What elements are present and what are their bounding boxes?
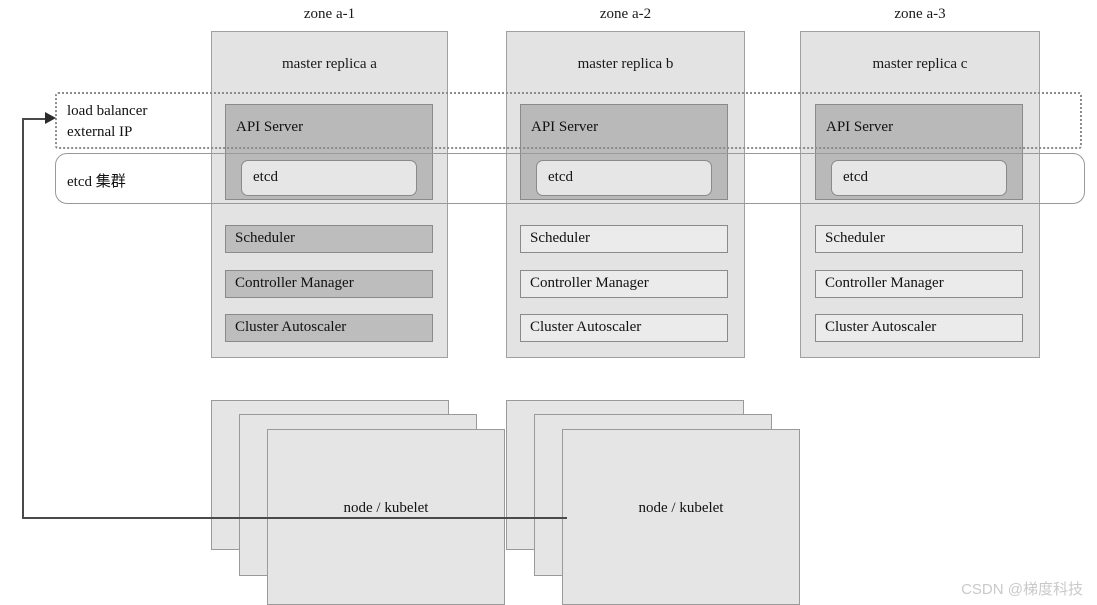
cluster-autoscaler-c[interactable]: Cluster Autoscaler	[815, 314, 1023, 342]
scheduler-c[interactable]: Scheduler	[815, 225, 1023, 253]
zone-label-a-1: zone a-1	[303, 6, 356, 22]
scheduler-b[interactable]: Scheduler	[520, 225, 728, 253]
scheduler-a[interactable]: Scheduler	[225, 225, 433, 253]
zone-label-a-3: zone a-3	[894, 6, 946, 22]
cluster-autoscaler-a[interactable]: Cluster Autoscaler	[225, 314, 433, 342]
node-group-2[interactable]: node / kubelet	[562, 429, 800, 605]
api-server-label-b: API Server	[531, 119, 599, 135]
controller-manager-label-a: Controller Manager	[235, 275, 354, 291]
replica-title-a: master replica a	[282, 56, 377, 72]
cluster-autoscaler-label-a: Cluster Autoscaler	[235, 319, 347, 335]
connector-horizontal-lb	[22, 118, 48, 120]
etcd-node-a[interactable]: etcd	[241, 160, 417, 196]
cluster-autoscaler-label-c: Cluster Autoscaler	[825, 319, 937, 335]
controller-manager-b[interactable]: Controller Manager	[520, 270, 728, 298]
etcd-node-b[interactable]: etcd	[536, 160, 712, 196]
zone-label-a-2: zone a-2	[599, 6, 652, 22]
replica-title-c: master replica c	[872, 56, 968, 72]
replica-title-b: master replica b	[577, 56, 674, 72]
etcd-cluster-label: etcd 集群	[67, 174, 126, 190]
scheduler-label-c: Scheduler	[825, 230, 885, 246]
load-balancer-group[interactable]: load balancer external IP	[55, 92, 1082, 149]
cluster-autoscaler-label-b: Cluster Autoscaler	[530, 319, 642, 335]
arrow-head-icon	[45, 112, 56, 124]
etcd-node-label-b: etcd	[548, 169, 573, 185]
etcd-node-label-c: etcd	[843, 169, 868, 185]
etcd-node-label-a: etcd	[253, 169, 278, 185]
node-label-1: node / kubelet	[343, 500, 429, 516]
scheduler-label-a: Scheduler	[235, 230, 295, 246]
controller-manager-label-b: Controller Manager	[530, 275, 649, 291]
controller-manager-c[interactable]: Controller Manager	[815, 270, 1023, 298]
load-balancer-label: load balancer external IP	[67, 103, 148, 140]
connector-horizontal-nodes	[22, 517, 567, 519]
watermark-text: CSDN @梯度科技	[961, 581, 1083, 598]
controller-manager-label-c: Controller Manager	[825, 275, 944, 291]
api-server-label-a: API Server	[236, 119, 304, 135]
connector-vertical-lb	[22, 118, 24, 518]
cluster-autoscaler-b[interactable]: Cluster Autoscaler	[520, 314, 728, 342]
etcd-node-c[interactable]: etcd	[831, 160, 1007, 196]
scheduler-label-b: Scheduler	[530, 230, 590, 246]
etcd-cluster-group[interactable]: etcd 集群	[55, 153, 1085, 204]
node-label-2: node / kubelet	[638, 500, 724, 516]
controller-manager-a[interactable]: Controller Manager	[225, 270, 433, 298]
api-server-label-c: API Server	[826, 119, 894, 135]
